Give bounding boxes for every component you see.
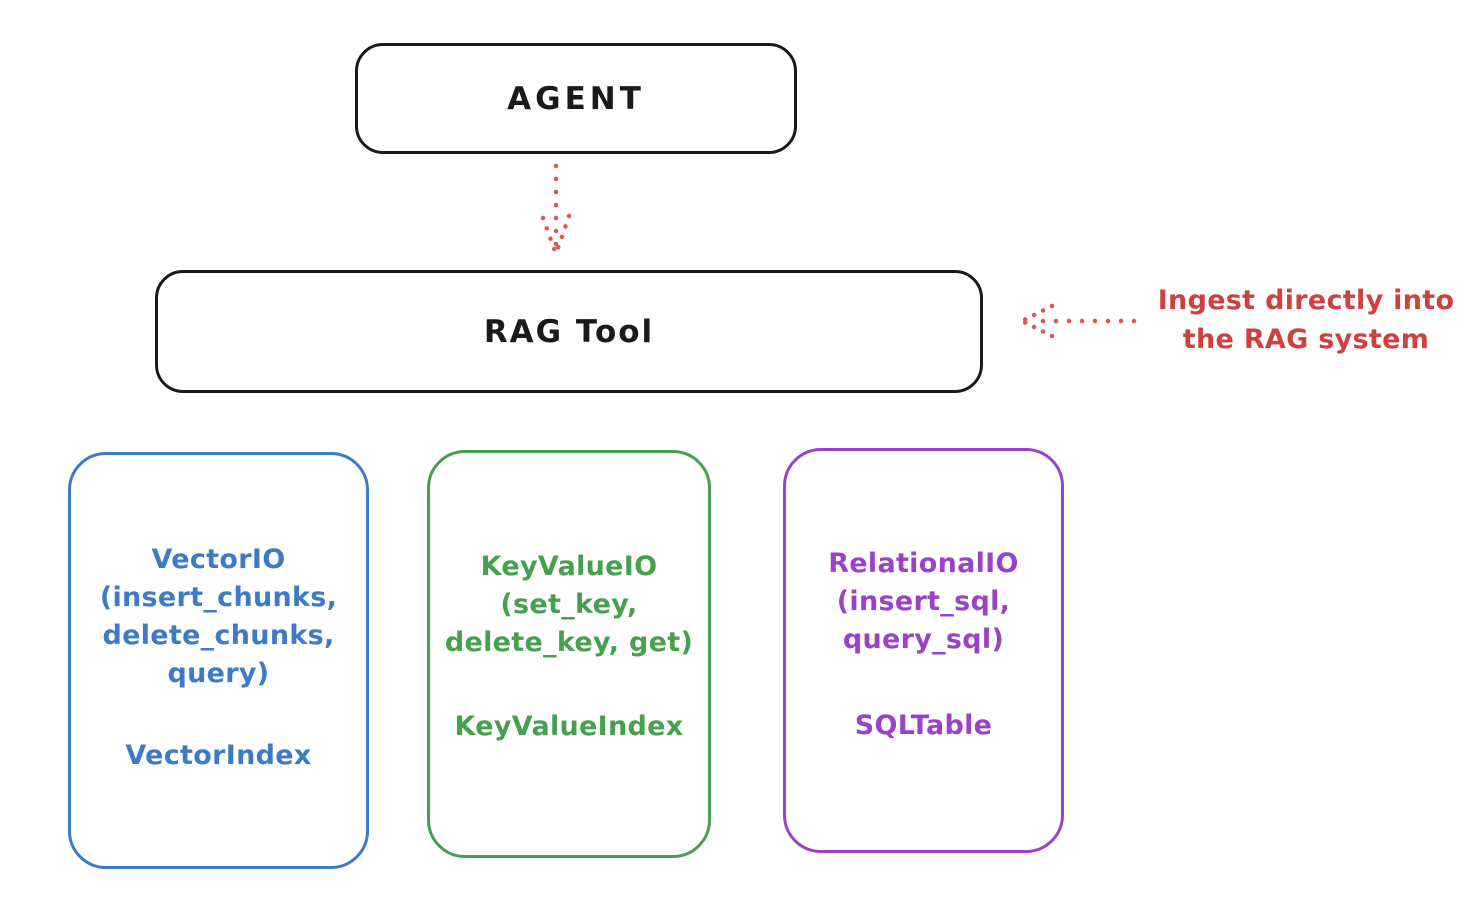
vector-io-line: VectorIO — [151, 544, 286, 575]
agent-label: AGENT — [507, 80, 645, 117]
key-value-io-line: (set_key, — [500, 589, 638, 620]
key-value-io-line: delete_key, get) — [444, 627, 694, 658]
relational-io-node: RelationalIO (insert_sql, query_sql) SQL… — [783, 448, 1064, 853]
agent-node: AGENT — [355, 43, 797, 154]
relational-io-line: query_sql) — [842, 624, 1005, 655]
vector-io-line: (insert_chunks, — [99, 582, 338, 613]
rag-tool-node: RAG Tool — [155, 270, 983, 393]
ingest-annotation-line2: the RAG system — [1182, 324, 1430, 355]
key-value-io-line: KeyValueIO — [480, 551, 658, 582]
vector-index-label: VectorIndex — [125, 740, 312, 771]
ingest-annotation: Ingest directly into the RAG system — [1138, 281, 1474, 359]
ingest-annotation-line1: Ingest directly into — [1157, 285, 1455, 316]
vector-io-line: delete_chunks, — [102, 620, 335, 651]
relational-io-line: (insert_sql, — [836, 586, 1011, 617]
vector-io-line: query) — [167, 658, 270, 689]
rag-tool-label: RAG Tool — [483, 313, 655, 350]
key-value-io-node: KeyValueIO (set_key, delete_key, get) Ke… — [427, 450, 711, 858]
arrow-agent-to-rag-icon — [540, 163, 572, 257]
arrow-ingest-to-rag-icon — [1019, 303, 1137, 339]
relational-io-line: RelationalIO — [828, 548, 1019, 579]
vector-io-node: VectorIO (insert_chunks, delete_chunks, … — [68, 452, 369, 869]
key-value-index-label: KeyValueIndex — [454, 711, 684, 742]
sql-table-label: SQLTable — [854, 710, 993, 741]
